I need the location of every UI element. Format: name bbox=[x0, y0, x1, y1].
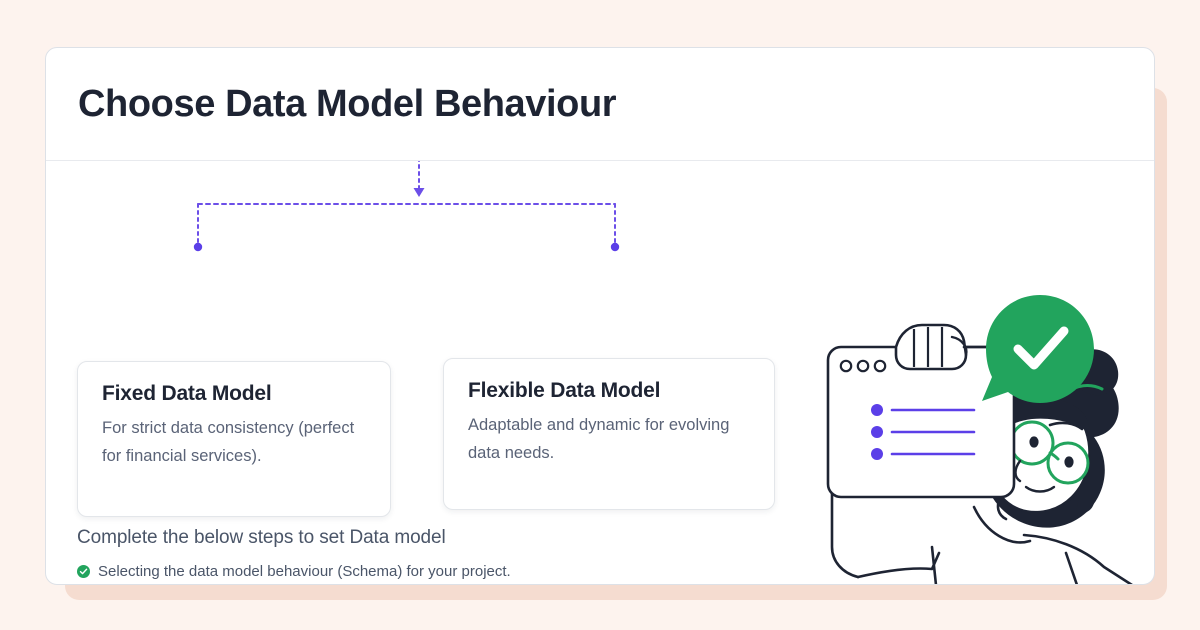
illustration-glasses-right-lens bbox=[1046, 441, 1090, 485]
check-circle-icon bbox=[77, 565, 90, 578]
illustration-thumb bbox=[950, 335, 968, 357]
connector-arrow-icon bbox=[413, 188, 425, 197]
illustration-window-dot-2 bbox=[856, 359, 870, 373]
illustration-right-eye bbox=[1064, 456, 1074, 468]
illustration-sleeve-fold bbox=[930, 545, 938, 584]
illustration-collar-fold bbox=[1064, 551, 1079, 584]
main-card: Choose Data Model Behaviour Fixed Data M… bbox=[45, 47, 1155, 585]
option-description: For strict data consistency (perfect for… bbox=[102, 419, 355, 466]
option-title: Fixed Data Model bbox=[102, 382, 272, 405]
illustration-glasses-bridge bbox=[1048, 451, 1060, 461]
illustration-right-shoulder bbox=[1022, 533, 1133, 584]
illustration-bubble-checkmark bbox=[1013, 326, 1069, 370]
page-title: Choose Data Model Behaviour bbox=[78, 82, 617, 125]
person-holding-browser-window-illustration bbox=[826, 295, 1133, 584]
illustration-list-bullet-3 bbox=[871, 448, 883, 460]
green-check-bubble-icon bbox=[982, 295, 1094, 403]
connector-left-dot bbox=[193, 242, 203, 252]
option-title: Flexible Data Model bbox=[468, 379, 661, 402]
illustration-eyebrow bbox=[1048, 421, 1084, 431]
illustration-neck bbox=[972, 505, 1032, 544]
option-description: Adaptable and dynamic for evolving data … bbox=[468, 416, 730, 463]
illustration-window-dot-1 bbox=[839, 359, 853, 373]
option-card-flexible-data-model[interactable]: Flexible Data Model Adaptable and dynami… bbox=[443, 358, 775, 510]
illustration-list-bullet-1 bbox=[871, 404, 883, 416]
illustration-left-arm bbox=[830, 488, 860, 579]
illustration-left-hand-edge bbox=[856, 551, 941, 579]
illustration-window-dot-3 bbox=[873, 359, 887, 373]
illustration-left-eye bbox=[1029, 436, 1039, 448]
card-header: Choose Data Model Behaviour bbox=[46, 48, 1154, 161]
steps-heading: Complete the below steps to set Data mod… bbox=[77, 527, 446, 548]
step-label: Selecting the data model behaviour (Sche… bbox=[98, 563, 511, 580]
step-item: Selecting the data model behaviour (Sche… bbox=[77, 563, 777, 580]
step-text: Selecting the data model behaviour (Sche… bbox=[98, 563, 511, 580]
connector-right-dot bbox=[610, 242, 620, 252]
illustration-hair-side-strand bbox=[1076, 481, 1095, 514]
steps-section: Complete the below steps to set Data mod… bbox=[77, 527, 777, 584]
illustration-hair-fringe bbox=[995, 397, 1090, 435]
option-card-fixed-data-model[interactable]: Fixed Data Model For strict data consist… bbox=[77, 361, 391, 517]
illustration-list-bullet-2 bbox=[871, 426, 883, 438]
card-body: Fixed Data Model For strict data consist… bbox=[46, 161, 1154, 584]
illustration-nose bbox=[1014, 459, 1022, 483]
illustration-hand bbox=[894, 323, 968, 371]
illustration-mouth bbox=[1024, 485, 1056, 493]
